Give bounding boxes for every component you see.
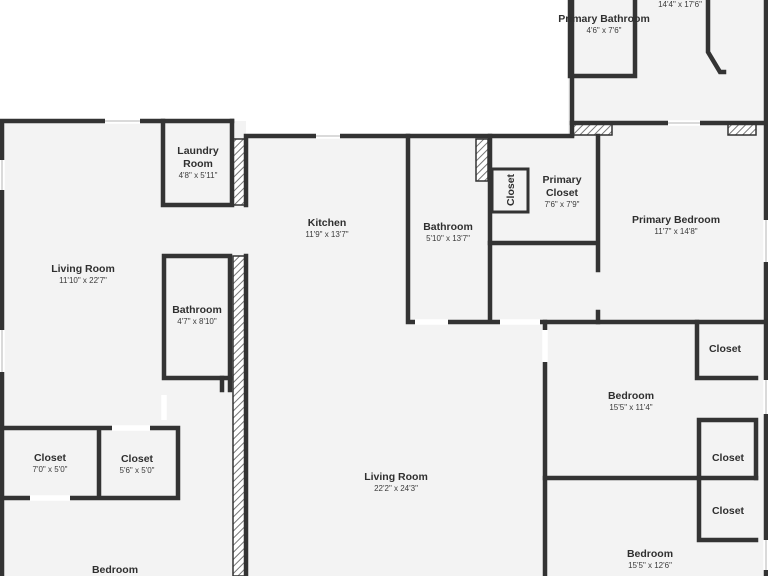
bathroom-left-dims: 4'7" x 8'10" [177, 317, 217, 326]
closet-left-1-label: Closet [34, 452, 67, 464]
closet-left-2-dims: 5'6" x 5'0" [120, 466, 155, 475]
bedroom-right-1-dims: 15'5" x 11'4" [609, 403, 652, 412]
closet-vertical-label: Closet [505, 173, 517, 206]
primary-top-dims: 14'4" x 17'6" [658, 0, 702, 9]
kitchen-dims: 11'9" x 13'7" [305, 230, 348, 239]
laundry-dims: 4'8" x 5'11" [179, 171, 218, 180]
laundry-label-2: Room [183, 158, 213, 170]
closet-right-mid-label: Closet [712, 452, 745, 464]
primary-bathroom-dims: 4'6" x 7'6" [587, 26, 622, 35]
primary-closet-dims: 7'6" x 7'9" [545, 200, 580, 209]
bathroom-center-dims: 5'10" x 13'7" [426, 234, 470, 243]
windows [0, 118, 768, 570]
living-room-main-label: Living Room [364, 471, 428, 483]
bedroom-right-1-label: Bedroom [608, 390, 654, 402]
living-room-left-label: Living Room [51, 263, 115, 275]
bedroom-left-label: Bedroom [92, 564, 138, 576]
primary-bathroom-label: Primary Bathroom [558, 13, 650, 25]
kitchen-label: Kitchen [308, 217, 347, 229]
bedroom-right-2-dims: 15'5" x 12'6" [628, 561, 672, 570]
primary-closet-label-2: Closet [546, 187, 579, 199]
closet-right-top-label: Closet [709, 343, 742, 355]
primary-closet-label: Primary [542, 174, 581, 186]
closet-left-1-dims: 7'0" x 5'0" [33, 465, 68, 474]
bathroom-center-label: Bathroom [423, 221, 473, 233]
primary-bedroom-label: Primary Bedroom [632, 214, 720, 226]
closet-left-2-label: Closet [121, 453, 154, 465]
bedroom-right-2-label: Bedroom [627, 548, 673, 560]
bathroom-left-label: Bathroom [172, 304, 222, 316]
laundry-label: Laundry [177, 145, 219, 157]
living-room-main-dims: 22'2" x 24'3" [374, 484, 418, 493]
living-room-left-dims: 11'10" x 22'7" [59, 276, 107, 285]
closet-right-low-label: Closet [712, 505, 745, 517]
primary-bedroom-dims: 11'7" x 14'8" [654, 227, 697, 236]
room-labels: Primary Bathroom 4'6" x 7'6" 14'4" x 17'… [33, 0, 745, 576]
